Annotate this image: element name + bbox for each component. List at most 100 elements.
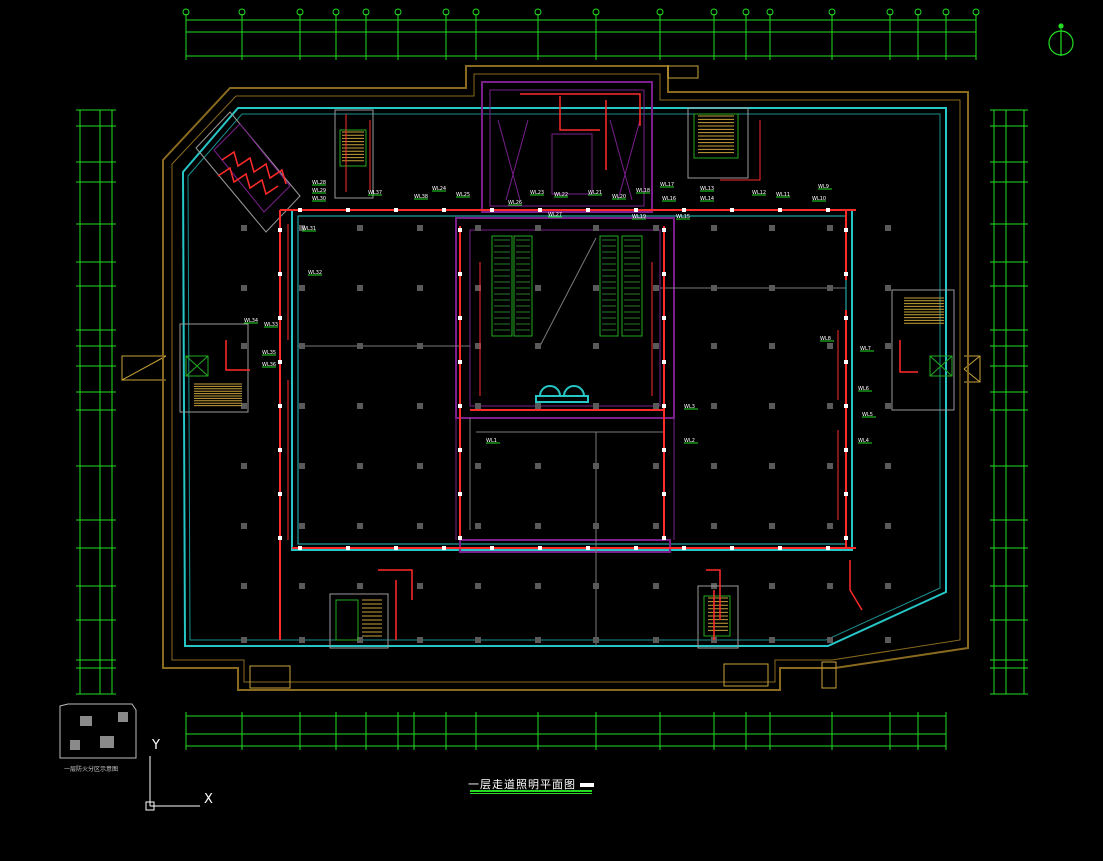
circuit-label: WL24 [432,186,446,192]
column [475,583,481,589]
light-fixture [662,536,666,540]
column [299,463,305,469]
column [357,403,363,409]
axis-bubble [886,8,894,16]
circuit-label: WL23 [530,190,544,196]
stair-core-w [179,323,249,413]
circuit-label: WL30 [312,196,326,202]
light-fixture [442,546,446,550]
axis-bubble [592,8,600,16]
light-fixture [844,316,848,320]
column [711,463,717,469]
column [241,637,247,643]
column [357,463,363,469]
column [475,637,481,643]
circuit-label: WL25 [456,192,470,198]
stair-core-sw [329,593,389,649]
entrance-south [249,65,837,689]
axis-bubble [914,8,922,16]
central-core-shafts [497,119,641,201]
light-fixture [634,546,638,550]
circuit-label: WL19 [632,214,646,220]
circuit-label: WL33 [264,322,278,328]
circuit-label: WL1 [486,438,497,444]
light-fixture [298,546,302,550]
light-fixture [458,272,462,276]
structural-columns [241,225,891,643]
circuit-label: WL22 [554,192,568,198]
stair-core-se [697,585,739,649]
column [827,523,833,529]
light-fixture [490,546,494,550]
drawing-title: 一层走道照明平面图 [468,776,594,792]
axis-bubble [472,8,480,16]
light-fixture [662,272,666,276]
axis-bubble [828,8,836,16]
axis-bubble [238,8,246,16]
column [593,225,599,231]
column [241,225,247,231]
column [417,523,423,529]
north-arrow-icon [1048,23,1074,56]
light-fixture [538,546,542,550]
circuit-label: WL10 [812,196,826,202]
column [417,583,423,589]
circuit-label: WL2 [684,438,695,444]
light-fixture [346,208,350,212]
light-fixture [298,208,302,212]
light-fixture [490,208,494,212]
axis-bubble [942,8,950,16]
light-fixture [394,546,398,550]
circuit-label: WL9 [818,184,829,190]
column [417,637,423,643]
light-fixture [662,404,666,408]
atrium-feature [535,385,589,403]
light-fixture [826,546,830,550]
axis-bubble [710,8,718,16]
axis-bubble [534,8,542,16]
column [299,637,305,643]
circuit-label: WL38 [414,194,428,200]
column [769,403,775,409]
column [769,225,775,231]
circuit-leaders [244,184,876,444]
column [475,225,481,231]
column [653,403,659,409]
light-fixture [538,208,542,212]
column [535,583,541,589]
axis-bubble [972,8,980,16]
axis-bubble [332,8,340,16]
column [593,403,599,409]
circuit-label: WL16 [662,196,676,202]
column [417,285,423,291]
light-fixture [682,546,686,550]
atrium-structure [455,81,675,553]
column [535,225,541,231]
ucs-icon [145,756,200,811]
axis-bubble [442,8,450,16]
column [885,225,891,231]
column [711,225,717,231]
column [885,403,891,409]
perimeter-corridor [181,107,947,647]
column-grid [298,237,846,646]
column [241,285,247,291]
column [417,463,423,469]
column [653,463,659,469]
column [241,583,247,589]
stair-core-ne [687,107,749,179]
column [475,285,481,291]
light-fixture [278,404,282,408]
column [241,523,247,529]
circuit-label: WL12 [752,190,766,196]
light-fixture [278,448,282,452]
column [885,523,891,529]
circuit-labels: WL28WL29WL30WL31WL32WL33WL34WL35WL36WL37… [244,180,873,444]
column [475,463,481,469]
column [299,343,305,349]
circuit-label: WL13 [700,186,714,192]
light-fixture [778,546,782,550]
column [653,523,659,529]
column [885,343,891,349]
lighting-circuits [225,93,918,640]
